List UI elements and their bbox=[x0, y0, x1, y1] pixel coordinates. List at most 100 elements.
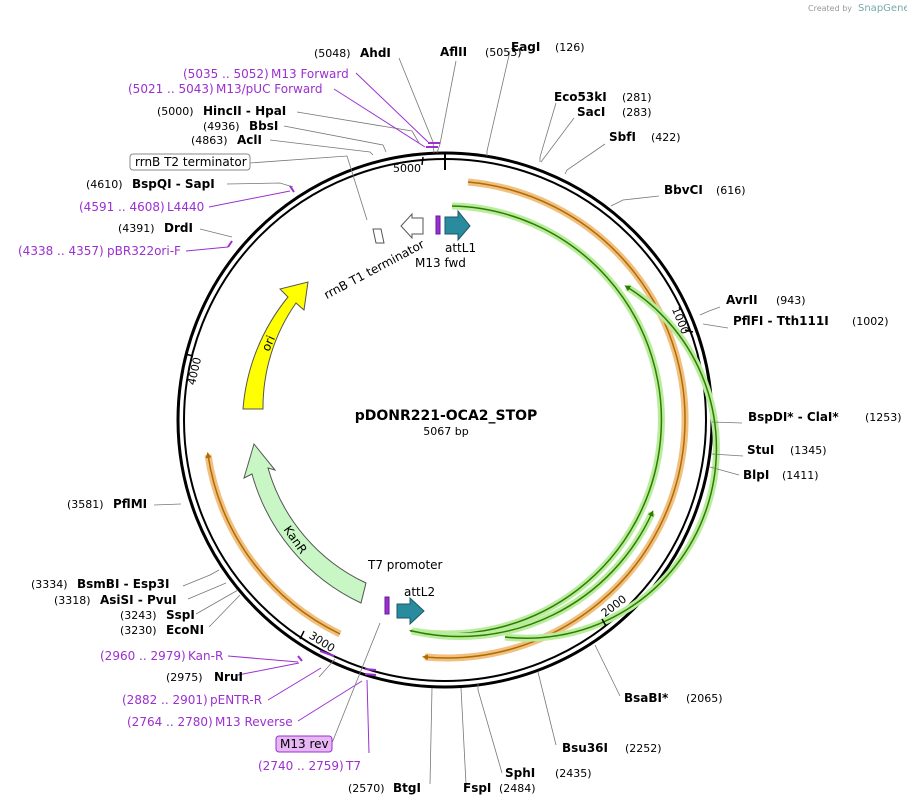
site-acli-label: AclI bbox=[237, 133, 262, 147]
plasmid-length: 5067 bp bbox=[423, 425, 468, 438]
orf-orange-left bbox=[204, 452, 342, 638]
site-pflmi-pos: (3581) bbox=[67, 498, 104, 511]
site-saci-pos: (283) bbox=[622, 106, 652, 119]
m13-rev-leader bbox=[331, 622, 381, 744]
rrnb-t2-box: rrnB T2 terminator bbox=[129, 153, 251, 171]
primer-pentr-r-pos: (2882 .. 2901) bbox=[122, 693, 208, 707]
site-sphi-label: SphI bbox=[505, 766, 535, 780]
site-econi-pos: (3230) bbox=[120, 624, 157, 637]
rrnb-t1-feature bbox=[400, 212, 424, 240]
site-bsabi-pos: (2065) bbox=[686, 692, 723, 705]
site-stui-pos: (1345) bbox=[790, 444, 827, 457]
watermark-prefix: Created by bbox=[808, 4, 852, 13]
site-sbfi-pos: (422) bbox=[651, 131, 681, 144]
site-sspi-pos: (3243) bbox=[120, 609, 157, 622]
site-blpi-pos: (1411) bbox=[782, 469, 819, 482]
ori-feature bbox=[242, 281, 309, 410]
site-asisi-pos: (3318) bbox=[54, 594, 91, 607]
tick-4000: 4000 bbox=[185, 356, 204, 386]
site-pflfi-label: PflFI - Tth111I bbox=[733, 314, 829, 328]
site-sbfi-label: SbfI bbox=[609, 130, 636, 144]
primer-m13-forward-pos: (5035 .. 5052) bbox=[183, 67, 269, 81]
site-bspdi-pos: (1253) bbox=[865, 411, 902, 424]
site-aflii-pos: (5053) bbox=[485, 46, 522, 59]
tick-mark-5000 bbox=[421, 156, 424, 166]
orf-green-middle bbox=[504, 284, 720, 642]
primer-kan-r-label: Kan-R bbox=[188, 649, 223, 663]
primer-m13-reverse-label: M13 Reverse bbox=[215, 715, 293, 729]
site-bsmbi-label: BsmBI - Esp3I bbox=[77, 577, 169, 591]
primer-l4440-label: L4440 bbox=[167, 200, 204, 214]
site-bsu36i-label: Bsu36I bbox=[562, 741, 608, 755]
site-eco53ki-label: Eco53kI bbox=[554, 90, 607, 104]
site-asisi-label: AsiSI - PvuI bbox=[100, 593, 177, 607]
site-eagi-pos: (126) bbox=[555, 41, 585, 54]
site-btgi-label: BtgI bbox=[393, 781, 421, 795]
tick-mark-2000 bbox=[601, 618, 607, 627]
site-avrii-label: AvrII bbox=[726, 293, 758, 307]
site-pflfi-pos: (1002) bbox=[852, 315, 889, 328]
site-nrui-pos: (2975) bbox=[166, 671, 203, 684]
m13-rev-marker bbox=[384, 596, 390, 615]
site-econi-label: EcoNI bbox=[166, 623, 204, 637]
site-hincii-label: HincII - HpaI bbox=[203, 104, 286, 118]
attl1-feature bbox=[444, 209, 471, 242]
m13-rev-box: M13 rev bbox=[275, 735, 333, 753]
primer-t7-pos: (2740 .. 2759) bbox=[258, 759, 344, 773]
orf-green-outer bbox=[409, 202, 665, 638]
site-stui-label: StuI bbox=[747, 443, 774, 457]
tick-5000: 5000 bbox=[393, 162, 421, 175]
site-saci-label: SacI bbox=[577, 105, 605, 119]
primer-leader-lines bbox=[185, 72, 429, 754]
plasmid-name: pDONR221-OCA2_STOP bbox=[355, 408, 538, 424]
site-drdi-pos: (4391) bbox=[118, 222, 155, 235]
site-aflii-label: AflII bbox=[440, 45, 467, 59]
site-bsu36i-pos: (2252) bbox=[625, 742, 662, 755]
site-avrii-pos: (943) bbox=[776, 294, 806, 307]
attl1-label: attL1 bbox=[445, 241, 476, 255]
attl2-feature bbox=[396, 596, 425, 626]
rrnb-t1-label: rrnB T1 terminator bbox=[322, 237, 427, 302]
site-bsabi-label: BsaBI* bbox=[624, 691, 669, 705]
watermark-brand: SnapGene bbox=[858, 3, 907, 14]
primer-pbr322ori-f-pos: (4338 .. 4357) bbox=[18, 244, 104, 258]
site-acli-pos: (4863) bbox=[191, 134, 228, 147]
ori-label: ori bbox=[259, 333, 278, 353]
orf-green-inner bbox=[411, 510, 656, 641]
site-bspqi-pos: (4610) bbox=[86, 178, 123, 191]
site-bbsi-label: BbsI bbox=[249, 119, 278, 133]
site-sphi-pos: (2435) bbox=[555, 767, 592, 780]
m13-fwd-marker bbox=[435, 215, 441, 235]
primer-marks bbox=[227, 142, 440, 676]
primer-kan-r-pos: (2960 .. 2979) bbox=[100, 649, 186, 663]
tick-mark-3000 bbox=[299, 630, 305, 640]
site-ahdi-pos: (5048) bbox=[314, 47, 351, 60]
site-bbvci-pos: (616) bbox=[716, 184, 746, 197]
tick-mark-4000 bbox=[184, 353, 194, 357]
site-eco53ki-pos: (281) bbox=[622, 91, 652, 104]
primer-m13-puc-forward-label: M13/pUC Forward bbox=[216, 82, 323, 96]
site-fspi-pos: (2484) bbox=[499, 782, 536, 795]
t7-promoter-label: T7 promoter bbox=[367, 558, 443, 572]
site-pflmi-label: PflMI bbox=[113, 497, 147, 511]
primer-m13-reverse-pos: (2764 .. 2780) bbox=[127, 715, 213, 729]
site-btgi-pos: (2570) bbox=[348, 782, 385, 795]
site-bbsi-pos: (4936) bbox=[203, 120, 240, 133]
m13-fwd-label: M13 fwd bbox=[415, 256, 466, 270]
site-drdi-label: DrdI bbox=[164, 221, 193, 235]
kanr-feature bbox=[243, 442, 367, 604]
m13-rev-label: M13 rev bbox=[280, 737, 329, 751]
site-bsmbi-pos: (3334) bbox=[31, 578, 68, 591]
site-blpi-label: BlpI bbox=[743, 468, 769, 482]
site-nrui-label: NruI bbox=[214, 670, 243, 684]
attl2-label: attL2 bbox=[404, 585, 435, 599]
site-hincii-pos: (5000) bbox=[157, 105, 194, 118]
rrnb-t2-label: rrnB T2 terminator bbox=[135, 155, 247, 169]
rrnb-t2-feature bbox=[372, 228, 385, 244]
primer-m13-forward-label: M13 Forward bbox=[271, 67, 349, 81]
site-sspi-label: SspI bbox=[166, 608, 195, 622]
site-ahdi-label: AhdI bbox=[360, 46, 391, 60]
primer-t7-label: T7 bbox=[345, 759, 361, 773]
site-bspdi-label: BspDI* - ClaI* bbox=[748, 410, 839, 424]
